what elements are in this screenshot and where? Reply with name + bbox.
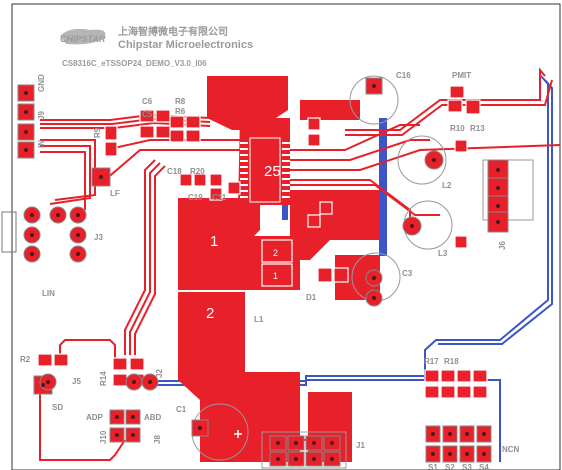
label-j1: J1 [356,441,365,450]
company-name-cn: 上海智搏微电子有限公司 [118,25,228,38]
label-c6: C6 [142,97,153,106]
label-ncn: NCN [502,445,520,454]
label-j10: J10 [99,430,108,444]
label-d1: D1 [306,293,317,302]
label-adp: ADP [86,413,104,422]
label-l2: L2 [442,181,452,190]
small-pad-1-label: 1 [273,271,278,281]
label-j3: J3 [94,233,103,242]
silkscreen-labels: GND J9 IN R9 C6 C5 R8 R6 C16 PMIT R10 R1… [20,71,520,470]
label-pmit: PMIT [452,71,471,80]
label-r2: R2 [20,355,31,364]
label-abd: ABD [144,413,162,422]
label-j5: J5 [72,377,81,386]
ic-footprint [240,137,290,203]
inductor-l1-pads: 1 2 [206,233,218,322]
board-outline [11,3,561,470]
label-r14: R14 [99,371,108,386]
label-r18: R18 [444,357,459,366]
company-logo: CHIPSTAR [60,28,106,45]
label-j6: J6 [498,241,507,250]
label-c3: C3 [402,269,413,278]
pad-1-label: 1 [210,233,218,250]
smd-pads [37,85,488,399]
label-gnd: GND [37,74,46,92]
label-c11: C11 [212,193,227,202]
board-id: CS8316C_eTSSOP24_DEMO_V3.0_I06 [62,59,207,68]
label-r20: R20 [190,167,205,176]
label-c5: C5 [142,110,153,119]
polarity-marks [234,430,242,438]
j3-connector-outline [1,211,17,253]
label-j9: J9 [37,111,46,120]
label-j2: J2 [155,369,164,378]
label-lin: LIN [42,289,55,298]
logo-text: CHIPSTAR [60,34,106,44]
label-sd: SD [52,403,63,412]
label-c1: C1 [176,405,187,414]
pad-2-label: 2 [206,305,214,322]
label-c16: C16 [396,71,411,80]
label-r17: R17 [424,357,439,366]
label-r8: R8 [175,97,186,106]
label-l1: L1 [254,315,264,324]
through-hole-pads [17,77,509,467]
label-s2: S2 [445,463,455,470]
label-in: IN [37,140,46,148]
bottom-copper-strip [379,118,387,256]
label-r6: R6 [175,107,186,116]
label-r10: R10 [450,124,465,133]
label-r9: R9 [93,127,102,138]
label-s1: S1 [428,463,438,470]
label-l3: L3 [438,249,448,258]
label-j8: J8 [153,435,162,444]
company-name-en: Chipstar Microelectronics [118,39,253,51]
ic-pin-label: 25 [264,163,281,180]
small-pad-2-label: 2 [273,248,278,258]
label-s4: S4 [479,463,489,470]
label-lf: LF [110,189,120,198]
label-s3: S3 [462,463,472,470]
label-r13: R13 [470,124,485,133]
label-c18: C18 [167,167,182,176]
label-c19: C19 [188,193,203,202]
